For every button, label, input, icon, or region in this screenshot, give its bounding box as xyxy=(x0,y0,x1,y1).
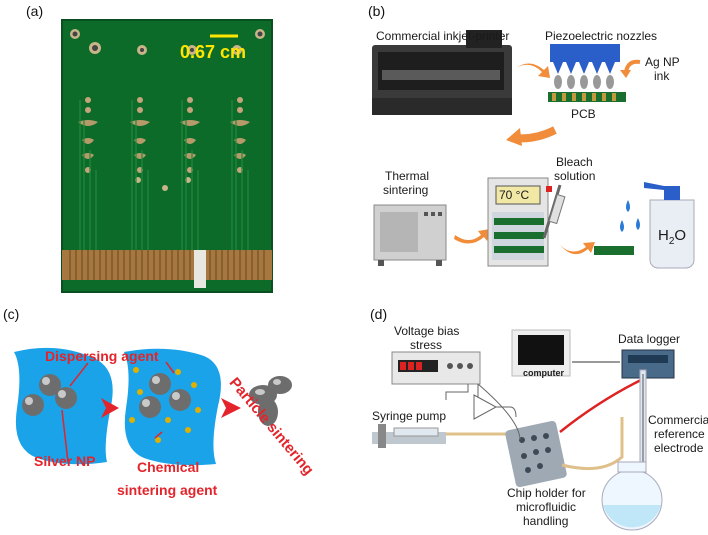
water-label: H2O xyxy=(658,228,686,250)
computer-label: computer xyxy=(523,368,565,378)
panel-b-label: (b) xyxy=(368,3,386,19)
chemical-agent-label-line1: Chemical xyxy=(137,459,200,475)
chip-holder-line2: microfluidic xyxy=(516,500,577,514)
ink-label-line2: ink xyxy=(654,69,670,83)
particle-sintering-label: Particle sintering xyxy=(225,374,318,479)
scale-bar-label: 0.67 cm xyxy=(180,42,247,62)
panel-c-label: (c) xyxy=(3,306,20,322)
ref-electrode-line1: Commercial xyxy=(648,413,708,427)
voltage-label-line1: Voltage bias xyxy=(394,324,460,338)
bleach-label-line2: solution xyxy=(554,169,596,183)
voltage-label-line2: stress xyxy=(410,338,443,352)
data-logger-label: Data logger xyxy=(618,332,681,346)
nozzles-label: Piezoelectric nozzles xyxy=(545,29,658,43)
dispersing-agent-label: Dispersing agent xyxy=(45,348,159,364)
water-o: O xyxy=(674,227,687,244)
syringe-pump-label: Syringe pump xyxy=(372,409,447,423)
panel-a-label: (a) xyxy=(26,3,44,19)
bleach-label-line1: Bleach xyxy=(556,155,593,169)
ink-label-line1: Ag NP xyxy=(645,55,680,69)
chip-holder-line3: handling xyxy=(523,514,569,528)
water-subscript: 2 xyxy=(668,236,675,247)
chip-holder-line1: Chip holder for xyxy=(507,486,586,500)
ref-electrode-line3: electrode xyxy=(654,441,704,455)
printer-label: Commercial inkjet-printer xyxy=(376,29,510,43)
silver-np-label: Silver NP xyxy=(34,453,96,469)
thermal-label-line1: Thermal xyxy=(385,169,430,183)
pcb-label: PCB xyxy=(571,107,596,121)
water-h: H xyxy=(658,227,669,244)
oven-temperature: 70 °C xyxy=(499,188,530,202)
ref-electrode-line2: reference xyxy=(654,427,705,441)
thermal-label-line2: sintering xyxy=(383,183,429,197)
panel-d-label: (d) xyxy=(370,306,388,322)
chemical-agent-label-line2: sintering agent xyxy=(117,482,218,498)
